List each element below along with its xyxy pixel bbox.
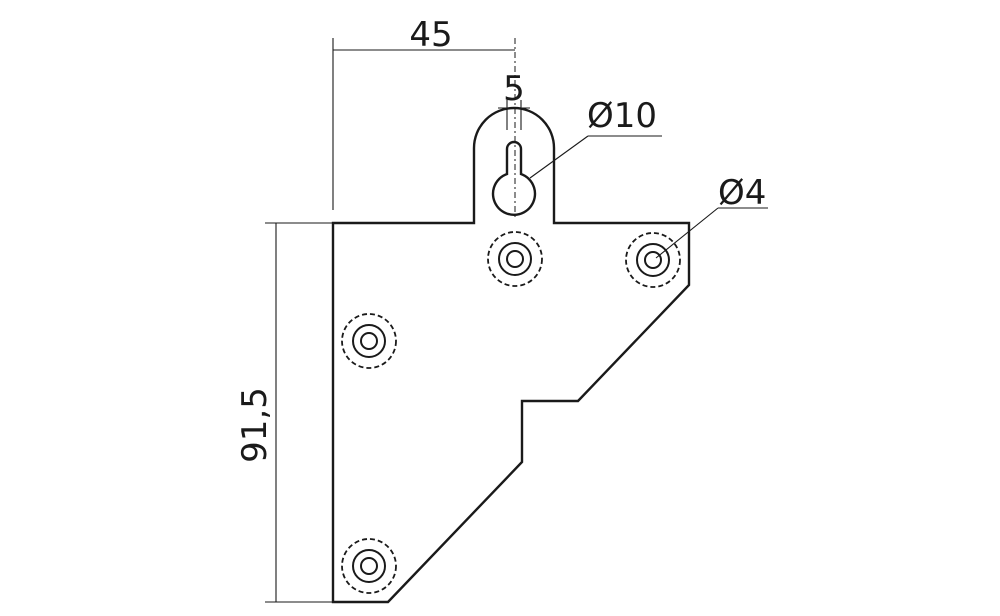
- keyhole-slot: [491, 140, 537, 216]
- dimension-hole-diameter: Ø4: [655, 173, 768, 259]
- mounting-hole-middle-left: [341, 313, 397, 369]
- bracket-plate-outline: [331, 106, 691, 604]
- dimension-height: 91,5: [235, 222, 333, 603]
- mounting-hole-bottom-left: [341, 538, 397, 594]
- mounting-hole-top-center: [487, 231, 543, 287]
- dimension-keyhole-width-label: 5: [503, 69, 525, 109]
- dimension-keyhole-diameter-label: Ø10: [587, 96, 657, 136]
- dimension-width-label: 45: [409, 15, 452, 55]
- dimension-hole-diameter-label: Ø4: [718, 173, 766, 213]
- dimension-height-label: 91,5: [235, 387, 275, 463]
- dimension-keyhole-diameter: Ø10: [529, 96, 662, 179]
- mounting-hole-top-right: [625, 232, 681, 288]
- dimension-keyhole-width: 5: [498, 69, 530, 130]
- dimension-width: 45: [332, 15, 515, 210]
